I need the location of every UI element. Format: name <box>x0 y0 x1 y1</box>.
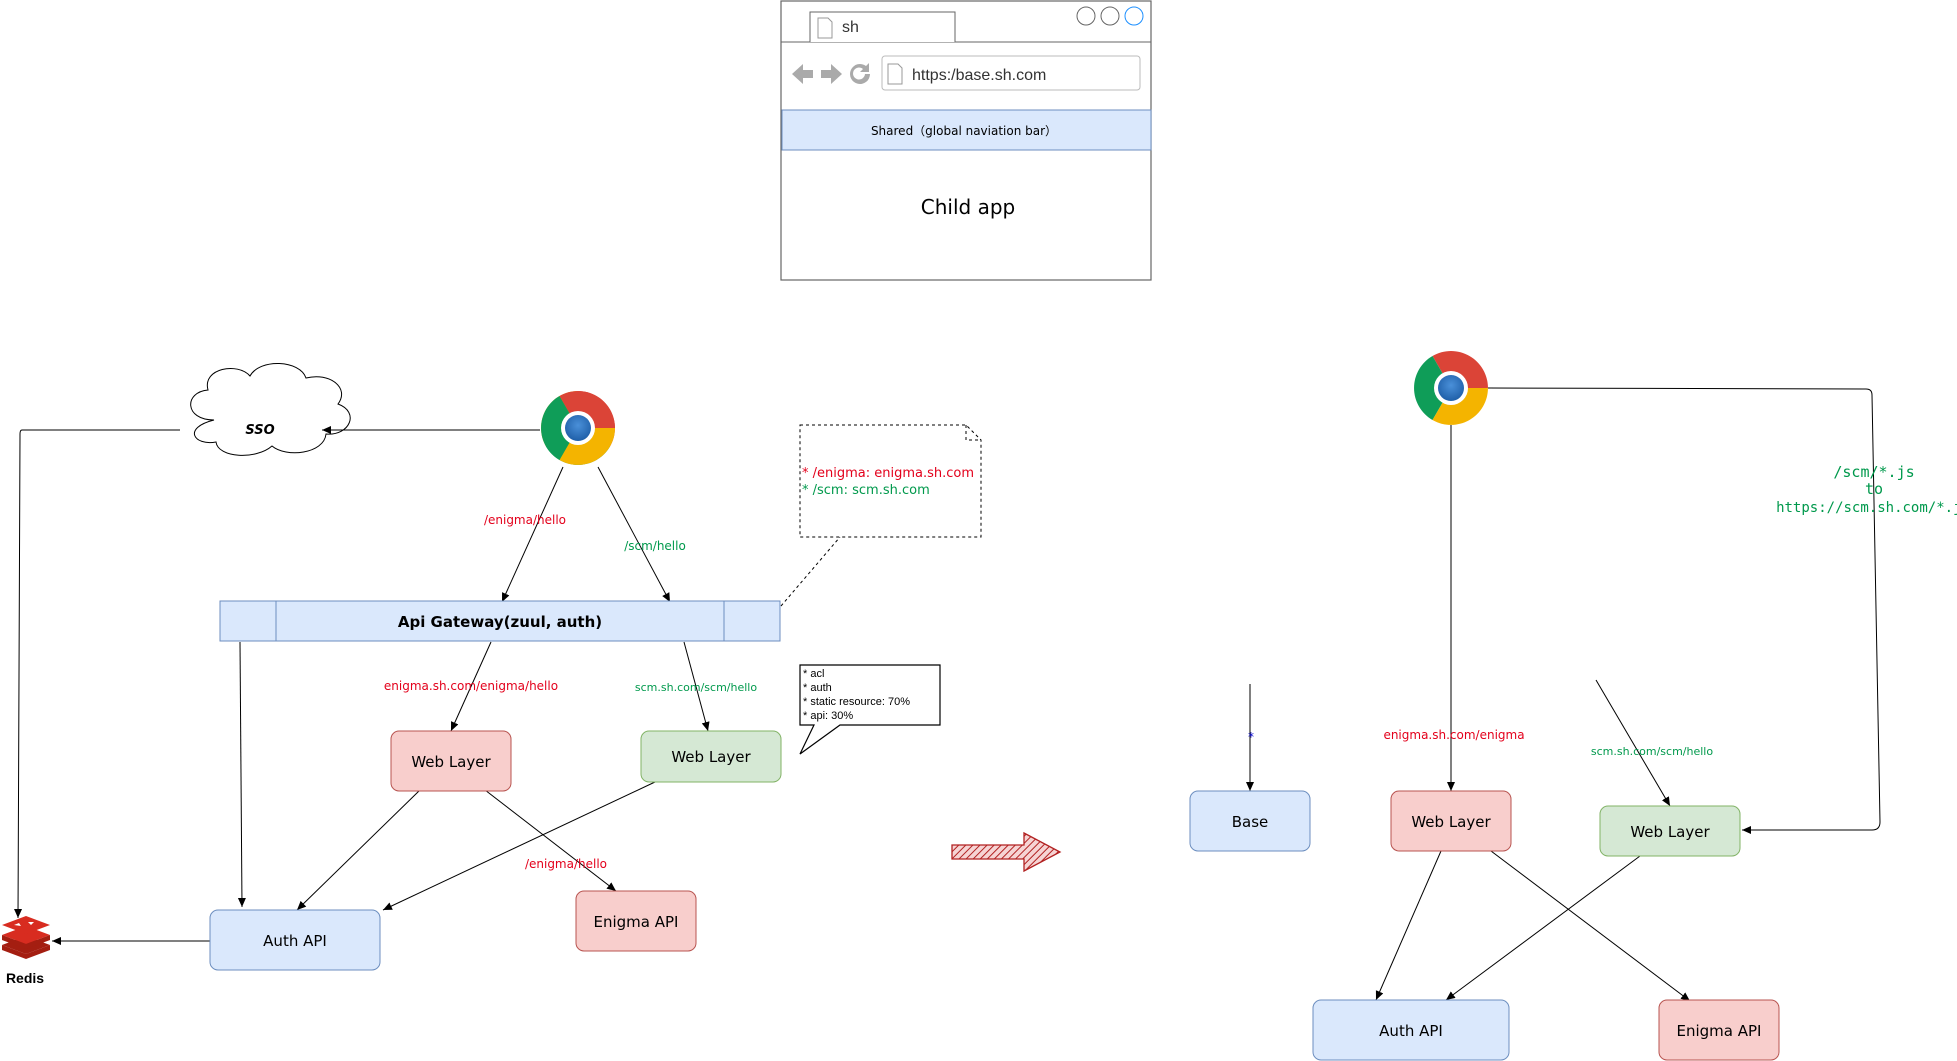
global-nav-label: Shared（global naviation bar） <box>871 124 1057 138</box>
edge-enigma-label: enigma.sh.com/enigma <box>1383 728 1524 742</box>
enigma-api-node: Enigma API <box>575 890 697 952</box>
base-node: Base <box>1189 790 1311 852</box>
api-gateway: Api Gateway(zuul, auth) <box>219 600 781 642</box>
right-diagram: * enigma.sh.com/enigma scm.sh.com/scm/he… <box>1189 351 1957 1061</box>
address-bar[interactable] <box>881 55 1141 91</box>
auth-api-node: Auth API <box>209 909 381 971</box>
routing-note: * /enigma: enigma.sh.com * /scm: scm.sh.… <box>799 424 982 538</box>
web-layer-enigma-node: Web Layer <box>1390 790 1512 852</box>
browser-mockup: sh https:/base.sh.com Shared（global navi… <box>780 0 1152 281</box>
star-label: * <box>1248 730 1254 744</box>
transition-arrow <box>951 831 1062 873</box>
enigma-api-node: Enigma API <box>1658 999 1780 1061</box>
js-route-line3: https://scm.sh.com/*.js <box>1776 500 1957 516</box>
js-route-line2: to <box>1865 480 1883 498</box>
api-gateway-label: Api Gateway(zuul, auth) <box>398 613 602 631</box>
tab-title: sh <box>842 19 859 36</box>
callout-acl: * acl <box>803 668 824 680</box>
route-enigma-label: /enigma/hello <box>484 513 566 527</box>
note-line-enigma: * /enigma: enigma.sh.com <box>802 466 974 481</box>
enigma-api-label: Enigma API <box>1677 1022 1762 1040</box>
auth-api-label: Auth API <box>1379 1022 1443 1040</box>
chrome-browser-icon <box>541 391 615 465</box>
browser-tab[interactable]: sh <box>809 11 956 42</box>
edge-enigma-api-label: /enigma/hello <box>525 857 607 871</box>
address-text: https:/base.sh.com <box>912 67 1046 84</box>
edge-scm-label: scm.sh.com/scm/hello <box>635 681 757 694</box>
callout-api: * api: 30% <box>803 710 853 722</box>
web-layer-scm-node: Web Layer <box>640 730 782 783</box>
auth-api-node: Auth API <box>1312 999 1510 1061</box>
gateway-callout: * acl * auth * static resource: 70% * ap… <box>799 664 941 755</box>
callout-auth: * auth <box>803 682 832 694</box>
edge-scm-label: scm.sh.com/scm/hello <box>1591 745 1713 758</box>
address-page-icon <box>887 63 903 85</box>
callout-static: * static resource: 70% <box>803 696 910 708</box>
redis-icon <box>2 916 50 959</box>
web-layer-scm-label: Web Layer <box>671 748 751 766</box>
chrome-browser-icon <box>1414 351 1488 425</box>
reload-icon[interactable] <box>849 63 870 84</box>
sso-label: SSO <box>245 423 274 438</box>
web-layer-enigma-label: Web Layer <box>411 753 491 771</box>
window-button-1[interactable] <box>1076 6 1096 26</box>
global-nav-bar <box>781 109 1152 151</box>
child-app-label: Child app <box>921 195 1015 219</box>
auth-api-label: Auth API <box>263 932 327 950</box>
web-layer-scm-label: Web Layer <box>1630 823 1710 841</box>
window-button-3[interactable] <box>1124 6 1144 26</box>
note-line-scm: * /scm: scm.sh.com <box>802 483 930 498</box>
route-scm-label: /scm/hello <box>624 539 686 553</box>
left-diagram: SSO /enigma/hello /scm/hello enigma.sh. <box>2 363 982 986</box>
enigma-api-label: Enigma API <box>594 913 679 931</box>
forward-arrow-icon[interactable] <box>821 64 842 84</box>
web-layer-enigma-node: Web Layer <box>390 730 512 792</box>
js-route-line1: /scm/*.js <box>1833 463 1914 481</box>
back-arrow-icon[interactable] <box>792 64 813 84</box>
base-label: Base <box>1232 813 1269 831</box>
redis-label: Redis <box>6 970 44 986</box>
web-layer-scm-node: Web Layer <box>1599 805 1741 857</box>
edge-enigma-label: enigma.sh.com/enigma/hello <box>384 679 558 693</box>
web-layer-enigma-label: Web Layer <box>1411 813 1491 831</box>
sso-cloud: SSO <box>190 363 351 456</box>
window-button-2[interactable] <box>1100 6 1120 26</box>
page-icon <box>817 17 833 39</box>
